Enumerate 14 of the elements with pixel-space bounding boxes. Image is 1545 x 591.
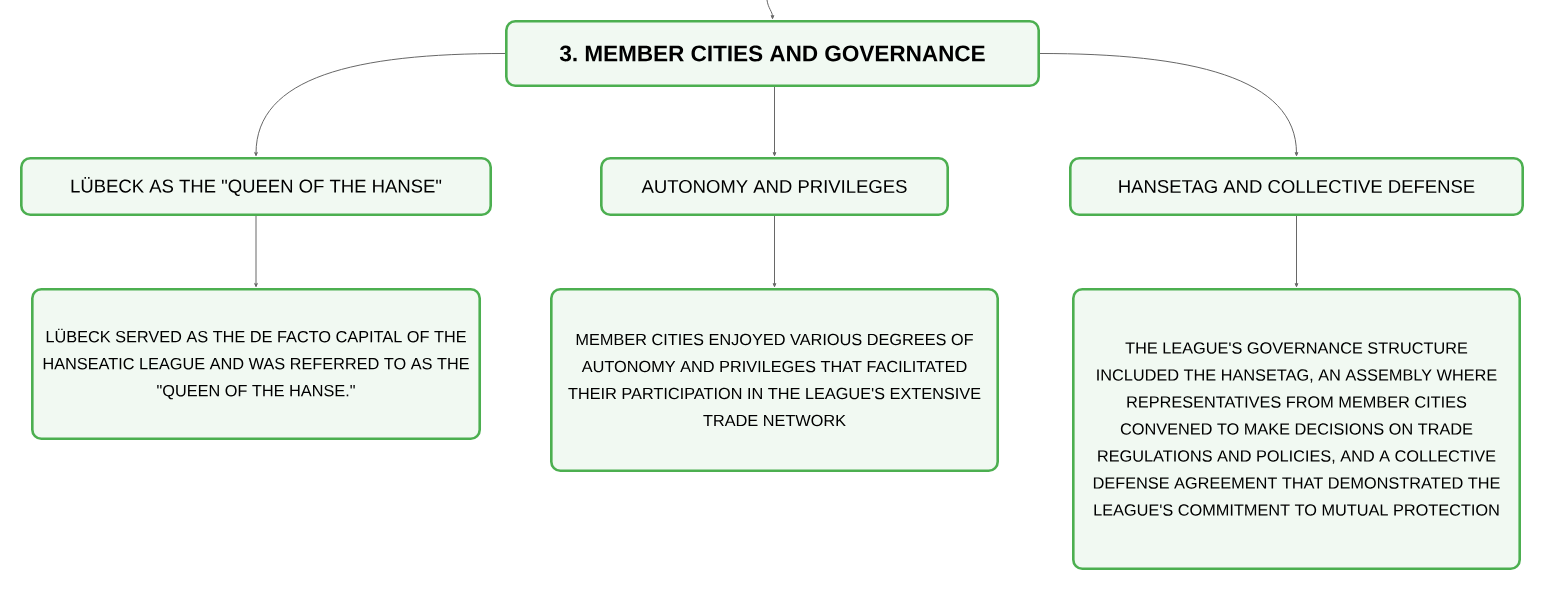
description-box: THE LEAGUE'S GOVERNANCE STRUCTURE INCLUDED THE HANSETAG, AN ASSEMBLY WHERE REPRESENTATIVES FROM MEMBER CITIES CONVENED TO MAKE DECISIONS ON TRADE REGULATIONS AND POLICIES, AND A COLLECTIVE DEFENSE AGREEMENT THAT DEMONSTRATED THE LEAGUE'S COMMITMENT TO MUTUAL PROTECTION (1072, 288, 1521, 570)
subtopic-box: LÜBECK AS THE "QUEEN OF THE HANSE" (20, 157, 492, 216)
subtopic-box: HANSETAG AND COLLECTIVE DEFENSE (1069, 157, 1524, 216)
arrow (772, 86, 777, 157)
arrow (772, 215, 777, 288)
description-box: MEMBER CITIES ENJOYED VARIOUS DEGREES OF AUTONOMY AND PRIVILEGES THAT FACILITATED THEIR PARTICIPATION IN THE LEAGUE'S EXTENSIVE TRADE NETWORK (550, 288, 999, 472)
arrow (254, 53, 506, 157)
arrow (1039, 53, 1299, 157)
arrow (254, 215, 258, 288)
description-box: LÜBECK SERVED AS THE DE FACTO CAPITAL OF THE HANSEATIC LEAGUE AND WAS REFERRED TO AS THE "QUEEN OF THE HANSE." (31, 288, 481, 440)
topic-box: 3. MEMBER CITIES AND GOVERNANCE (505, 20, 1040, 87)
arrow (1294, 215, 1299, 288)
arrow (766, 0, 775, 20)
subtopic-box: AUTONOMY AND PRIVILEGES (600, 157, 949, 216)
